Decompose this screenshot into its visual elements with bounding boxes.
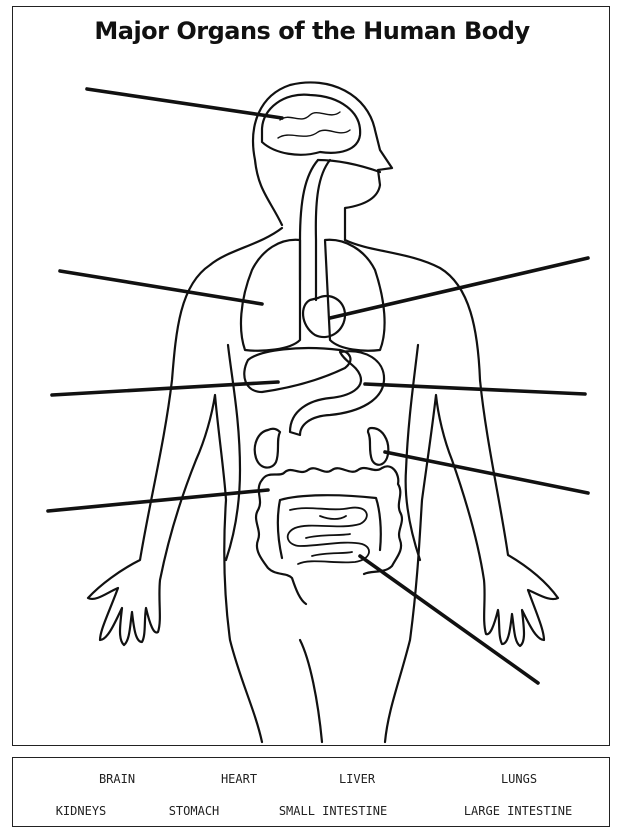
right-side-outline	[345, 240, 558, 742]
brain-folds	[278, 112, 350, 138]
word-bank-item: LARGE INTESTINE	[464, 804, 572, 818]
word-bank-item: HEART	[221, 772, 257, 786]
word-bank-item: BRAIN	[99, 772, 135, 786]
pointer-kidney	[385, 452, 588, 493]
pointer-lines	[48, 89, 588, 683]
right-inner-arm	[406, 345, 420, 560]
pointer-liver	[52, 382, 278, 395]
left-kidney	[255, 429, 280, 468]
right-kidney	[368, 428, 388, 465]
word-bank-item: KIDNEYS	[56, 804, 107, 818]
left-side-outline	[88, 228, 282, 742]
brain-organ	[262, 95, 360, 155]
word-bank-item: SMALL INTESTINE	[279, 804, 387, 818]
word-bank-item: LUNGS	[501, 772, 537, 786]
leg-divide	[300, 640, 322, 742]
left-inner-arm	[226, 345, 240, 560]
human-body-diagram	[0, 0, 624, 750]
stomach-organ	[290, 351, 384, 435]
pointer-heart	[330, 258, 588, 318]
word-bank-item: LIVER	[339, 772, 375, 786]
body-outline	[88, 82, 558, 742]
pointer-large-intestine	[48, 490, 268, 511]
pointer-lung	[60, 271, 262, 304]
pointer-brain	[87, 89, 282, 118]
pointer-stomach	[365, 384, 585, 394]
small-intestine-organ	[288, 508, 369, 564]
word-bank-item: STOMACH	[169, 804, 220, 818]
liver-organ	[244, 348, 350, 392]
left-lung	[241, 240, 300, 351]
word-bank: BRAIN HEART LIVER LUNGS KIDNEYS STOMACH …	[12, 757, 610, 827]
